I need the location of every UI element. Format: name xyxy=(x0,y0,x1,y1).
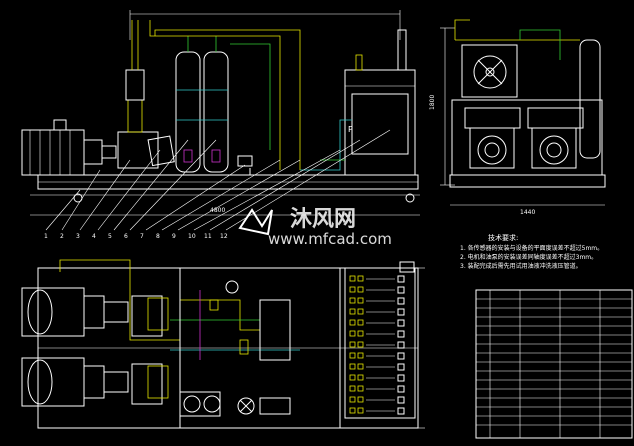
fitting-cap xyxy=(397,385,405,393)
accumulators-front xyxy=(175,36,229,173)
part-number-label: 9 xyxy=(172,233,176,240)
mfcad-logo-icon xyxy=(238,208,273,236)
part-number-label: 10 xyxy=(188,233,196,240)
fitting-icon xyxy=(349,286,356,293)
fitting-icon xyxy=(349,396,356,403)
part-number-label: 1 xyxy=(44,233,48,240)
watermark-url: www.mfcad.com xyxy=(268,230,392,248)
fitting-icon xyxy=(349,319,356,326)
side-view: 1800 1440 xyxy=(429,19,606,216)
fitting-cap xyxy=(397,308,405,316)
fitting-cap xyxy=(397,363,405,371)
tech-req-item: 2. 电机和油泵的安装误差同轴度误差不超过3mm。 xyxy=(460,253,597,261)
watermark-brand: 沐风网 xyxy=(290,207,356,232)
fitting-icon xyxy=(357,330,364,337)
fitting-icon xyxy=(357,396,364,403)
fitting-icon xyxy=(349,341,356,348)
tank-front: P xyxy=(344,29,416,176)
fitting-icon xyxy=(357,352,364,359)
fitting-cap xyxy=(397,286,405,294)
part-number-label: 12 xyxy=(220,233,228,240)
part-number-label: 11 xyxy=(204,233,212,240)
fitting-icon xyxy=(349,363,356,370)
fitting-icon xyxy=(349,275,356,282)
part-number-label: 2 xyxy=(60,233,64,240)
fitting-cap xyxy=(397,319,405,327)
fan-icon xyxy=(473,55,507,89)
tech-req-item: 1. 各传感器的安装与设备的平面度误差不超过5mm。 xyxy=(460,244,603,252)
fitting-icon xyxy=(357,319,364,326)
fitting-icon xyxy=(357,363,364,370)
title-block-grid xyxy=(476,290,632,438)
fitting-icon xyxy=(349,407,356,414)
technical-requirements: 技术要求: 1. 各传感器的安装与设备的平面度误差不超过5mm。 2. 电机和油… xyxy=(460,233,603,270)
tank-label: P xyxy=(348,125,353,134)
fitting-cap xyxy=(397,396,405,404)
fitting-icon xyxy=(357,275,364,282)
fitting-icon xyxy=(357,341,364,348)
part-number-label: 3 xyxy=(76,233,80,240)
fitting-cap xyxy=(397,341,405,349)
tech-req-title: 技术要求: xyxy=(488,233,518,242)
title-block xyxy=(475,289,633,439)
motor-front xyxy=(21,119,117,176)
fitting-icon xyxy=(357,385,364,392)
part-number-label: 7 xyxy=(140,233,144,240)
fitting-icon xyxy=(357,374,364,381)
part-number-label: 6 xyxy=(124,233,128,240)
part-leaders xyxy=(45,129,391,231)
tank-fittings xyxy=(349,275,405,415)
tech-req-item: 3. 装配完成后需先用试用油液冲洗液压管道。 xyxy=(460,262,582,270)
part-number-label: 5 xyxy=(108,233,112,240)
fitting-icon xyxy=(349,352,356,359)
fitting-icon xyxy=(349,297,356,304)
side-dimension-height: 1800 xyxy=(429,95,436,110)
fitting-icon xyxy=(349,385,356,392)
top-view xyxy=(21,259,425,429)
pump-front xyxy=(117,20,175,169)
fitting-icon xyxy=(357,286,364,293)
fitting-icon xyxy=(349,374,356,381)
fitting-icon xyxy=(357,407,364,414)
fitting-icon xyxy=(349,308,356,315)
fitting-icon xyxy=(349,330,356,337)
part-number-label: 8 xyxy=(156,233,160,240)
part-number-label: 4 xyxy=(92,233,96,240)
fitting-cap xyxy=(397,352,405,360)
fitting-cap xyxy=(397,374,405,382)
fitting-cap xyxy=(397,407,405,415)
front-dimension: 4800 xyxy=(210,207,225,214)
fitting-cap xyxy=(397,275,405,283)
fitting-cap xyxy=(397,330,405,338)
fitting-cap xyxy=(397,297,405,305)
side-dimension-width: 1440 xyxy=(520,209,535,216)
fitting-icon xyxy=(357,308,364,315)
fitting-icon xyxy=(357,297,364,304)
watermark: 沐风网 www.mfcad.com xyxy=(238,207,392,248)
